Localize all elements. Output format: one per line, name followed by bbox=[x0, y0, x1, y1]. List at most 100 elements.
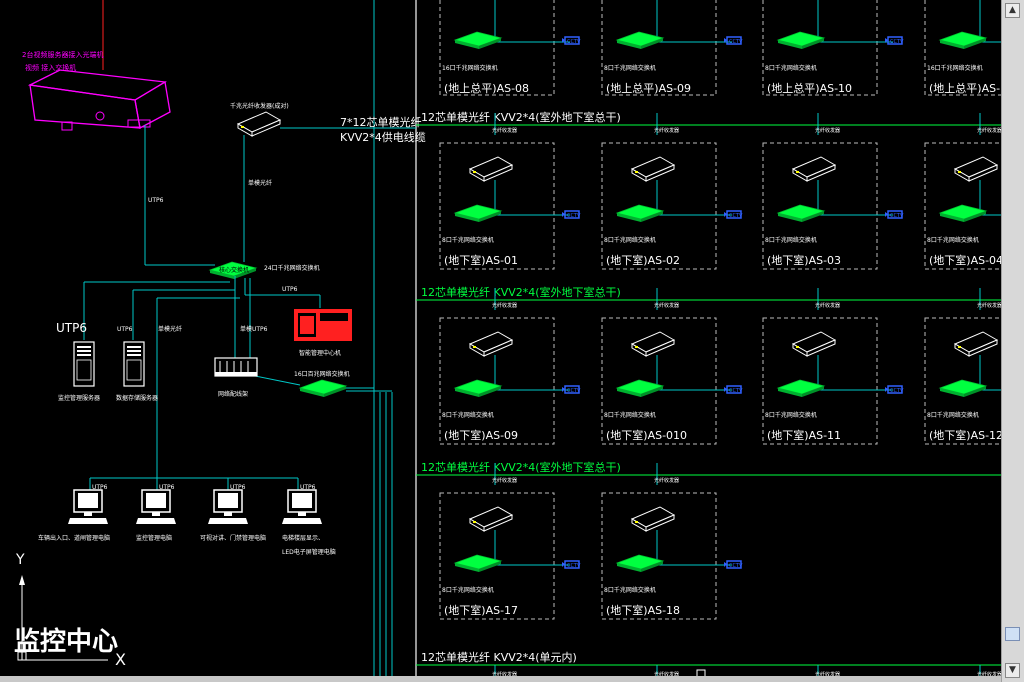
fiber-small-label: 光纤收发器 bbox=[654, 127, 679, 134]
cell-frame bbox=[439, 492, 555, 620]
fiber-transceiver-icon bbox=[631, 331, 675, 357]
switch-icon bbox=[616, 31, 664, 50]
cell-name: (地下室)AS-09 bbox=[444, 428, 518, 442]
scroll-down-button[interactable]: ▼ bbox=[1005, 663, 1020, 678]
patch-panel-label: 网络配线架 bbox=[218, 390, 248, 398]
fiber-transceiver-icon bbox=[631, 156, 675, 182]
cell-name: (地下室)AS-03 bbox=[767, 253, 841, 267]
fiber-transceiver-icon bbox=[792, 156, 836, 182]
fiber-small-label: 光纤收发器 bbox=[977, 671, 1002, 678]
ucs-axis-icon bbox=[17, 575, 108, 661]
cell-frame bbox=[762, 142, 878, 270]
server2-label: 数据存储服务器 bbox=[116, 394, 158, 402]
cell-name: (地下室)AS-01 bbox=[444, 253, 518, 267]
cell-name: (地下室)AS-04 bbox=[929, 253, 1003, 267]
cell-frame bbox=[924, 317, 1024, 445]
trunk-cable-label-2: KVV2*4供电线缆 bbox=[340, 130, 426, 144]
switch-icon bbox=[777, 31, 825, 50]
fiber-small-label: 光纤收发器 bbox=[492, 127, 517, 134]
fiber-small-label: 光纤收发器 bbox=[815, 302, 840, 309]
axis-y-label: Y bbox=[15, 552, 25, 568]
monitor-center-title: 监控中心 bbox=[14, 627, 118, 657]
pc3-icon bbox=[207, 489, 249, 525]
camera-label: CCTV bbox=[890, 213, 904, 219]
server-cable-4-label: 单模UTP6 bbox=[240, 325, 268, 333]
server1-label: 监控管理服务器 bbox=[58, 394, 100, 402]
cell-name: (地上总平)AS-08 bbox=[444, 81, 529, 95]
pc3-label: 可视对讲、门禁管理电脑 bbox=[200, 534, 266, 542]
cell-name: (地下室)AS-010 bbox=[606, 428, 687, 442]
cell-name: (地上总平)AS-10 bbox=[767, 81, 852, 95]
red-device-label: 智能管理中心机 bbox=[299, 349, 341, 357]
pc2-utp-label: UTP6 bbox=[159, 484, 175, 491]
cell-frame bbox=[439, 317, 555, 445]
cell-frame bbox=[924, 0, 1024, 96]
camera-label: CCTV bbox=[729, 213, 743, 219]
switch-small-label: 16口千兆网络交换机 bbox=[927, 64, 983, 72]
cell-name: (地上总平)AS-09 bbox=[606, 81, 691, 95]
camera-label: CCTV bbox=[890, 388, 904, 394]
pc1-icon bbox=[67, 489, 109, 525]
pc3-utp-label: UTP6 bbox=[230, 484, 246, 491]
pc4-label-line2: LED电子屏管理电脑 bbox=[282, 548, 336, 556]
cell-frame bbox=[601, 0, 717, 96]
switch-small-label: 16口千兆网络交换机 bbox=[442, 64, 498, 72]
pc2-label: 监控管理电脑 bbox=[136, 534, 172, 542]
switch-small-label: 8口千兆网络交换机 bbox=[604, 586, 656, 594]
monitor-server-icon bbox=[73, 341, 95, 387]
switch-small-label: 8口千兆网络交换机 bbox=[442, 236, 494, 244]
switch-small-label: 8口千兆网络交换机 bbox=[604, 411, 656, 419]
switch-small-label: 8口千兆网络交换机 bbox=[765, 64, 817, 72]
cell-frame bbox=[439, 0, 555, 96]
converter-title: 2台视频服务器接入光端机 bbox=[22, 50, 103, 59]
axis-x-label: X bbox=[115, 650, 126, 669]
patch-panel-icon bbox=[214, 357, 258, 377]
cell-frame bbox=[601, 492, 717, 620]
switch-icon bbox=[616, 204, 664, 223]
vertical-scrollbar[interactable]: ▲ ▼ bbox=[1001, 0, 1024, 682]
pc2-icon bbox=[135, 489, 177, 525]
fiber-small-label: 光纤收发器 bbox=[977, 127, 1002, 134]
fiber-box-label: 千兆光纤收发器(成对) bbox=[230, 102, 289, 110]
camera-label: CCTV bbox=[729, 563, 743, 569]
cell-frame bbox=[601, 317, 717, 445]
utp-right-label: UTP6 bbox=[282, 286, 298, 293]
camera-label: CCTV bbox=[567, 388, 581, 394]
fiber-small-label: 光纤收发器 bbox=[492, 302, 517, 309]
fiber-small-label: 光纤收发器 bbox=[492, 477, 517, 484]
switch-small-label: 8口千兆网络交换机 bbox=[604, 236, 656, 244]
server-utp-small-label: UTP6 bbox=[117, 326, 133, 333]
switch-small-label: 8口千兆网络交换机 bbox=[927, 236, 979, 244]
scroll-thumb[interactable] bbox=[1005, 627, 1020, 641]
trunk-cable-label-1: 7*12芯单模光纤 bbox=[340, 115, 422, 129]
horizontal-scrollbar[interactable] bbox=[0, 676, 1001, 682]
utp-vertical-label-2: 单模光纤 bbox=[248, 179, 272, 187]
pc1-label: 车辆出入口、道闸管理电脑 bbox=[38, 534, 110, 542]
storage-server-icon bbox=[123, 341, 145, 387]
switch-icon bbox=[454, 554, 502, 573]
switch-icon bbox=[939, 31, 987, 50]
server-utp-big-label: UTP6 bbox=[56, 321, 87, 335]
pc4-label-line1: 电梯楼层显示、 bbox=[282, 534, 324, 542]
switch-icon bbox=[454, 379, 502, 398]
pc4-utp-label: UTP6 bbox=[300, 484, 316, 491]
switch-icon bbox=[777, 379, 825, 398]
fiber-small-label: 光纤收发器 bbox=[654, 671, 679, 678]
bus-label: 12芯单模光纤 KVV2*4(室外地下室总干) bbox=[421, 110, 621, 124]
bus-label: 12芯单模光纤 KVV2*4(单元内) bbox=[421, 650, 577, 664]
access-switch-label: 16口百兆网络交换机 bbox=[294, 370, 350, 378]
cell-name: (地下室)AS-17 bbox=[444, 603, 518, 617]
access-switch-icon bbox=[299, 379, 347, 398]
fiber-transceiver-icon bbox=[237, 111, 281, 137]
cell-name: (地下室)AS-18 bbox=[606, 603, 680, 617]
switch-small-label: 8口千兆网络交换机 bbox=[927, 411, 979, 419]
switch-icon bbox=[616, 379, 664, 398]
video-converter-box bbox=[27, 69, 171, 131]
fiber-transceiver-icon bbox=[954, 156, 998, 182]
fiber-small-label: 光纤收发器 bbox=[815, 671, 840, 678]
switch-icon bbox=[616, 554, 664, 573]
pc1-utp-label: UTP6 bbox=[92, 484, 108, 491]
scroll-up-button[interactable]: ▲ bbox=[1005, 3, 1020, 18]
switch-small-label: 8口千兆网络交换机 bbox=[765, 411, 817, 419]
